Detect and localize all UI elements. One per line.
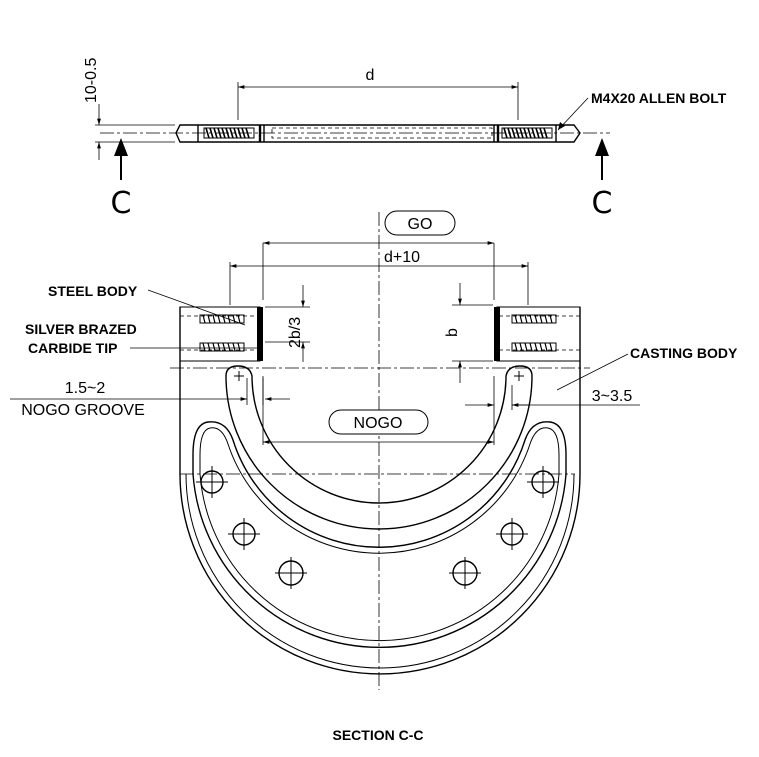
section-letter-left: C [111,186,132,221]
right-pad [494,306,581,362]
dim-groove-right: 3~3.5 [592,388,633,405]
section-arrow-right: C [592,138,613,221]
dim-d-plus-10: d+10 [384,249,420,266]
bolt-hole [496,518,528,550]
section-letter-right: C [592,186,613,221]
nogo-label: NOGO [354,415,403,432]
label-nogo-groove: NOGO GROOVE [21,402,145,419]
label-steel-body: STEEL BODY [48,283,138,299]
go-badge [384,210,456,236]
bolt-hole [527,466,559,498]
label-bolt: M4X20 ALLEN BOLT [591,90,727,106]
dim-tip-height: 2b/3 [287,317,304,348]
label-casting-body: CASTING BODY [630,345,738,361]
dim-thickness: 10-0.5 [83,58,100,103]
bolt-hole [275,557,307,589]
front-view: GO d+10 2b/3 b NOGO 1.5~2 [10,210,738,690]
go-label: GO [408,216,433,233]
bolt-hole [228,518,260,550]
label-carbide-line1: SILVER BRAZED [25,321,137,337]
dim-b: b [444,328,461,337]
nogo-badge [328,409,429,435]
label-carbide-line2: CARBIDE TIP [28,340,117,356]
dim-d: d [366,67,375,84]
section-arrow-left: C [111,138,132,221]
bolt-hole [196,466,228,498]
top-view: d 10-0.5 C C M4X20 ALLEN BOLT [83,58,727,221]
left-bolt [203,127,255,139]
section-title: SECTION C-C [333,727,424,743]
left-pad [179,306,263,362]
bolt-hole [449,557,481,589]
right-bolt [501,127,553,139]
dim-groove-left: 1.5~2 [65,380,106,397]
